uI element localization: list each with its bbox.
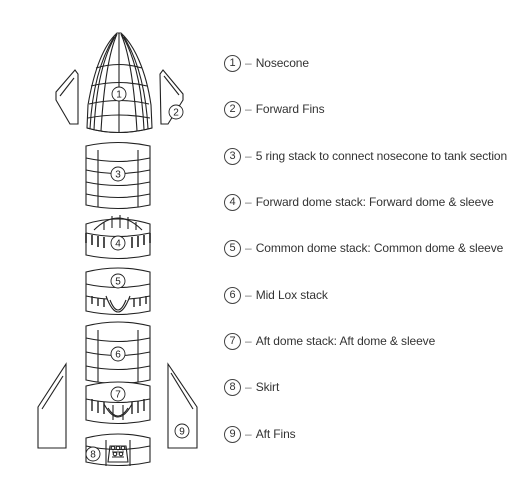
callout-2: 2 (168, 104, 184, 120)
svg-text:2: 2 (173, 108, 179, 119)
callout-4: 4 (110, 235, 126, 251)
legend-item-nosecone: 1 – Nosecone (224, 52, 309, 74)
svg-text:5: 5 (115, 277, 121, 288)
legend-dash: – (245, 334, 252, 348)
legend-item-aft-fins: 9 – Aft Fins (224, 423, 296, 445)
legend-number: 3 (224, 147, 241, 165)
svg-text:9: 9 (179, 427, 185, 438)
legend-dash: – (245, 241, 252, 255)
legend-label: Skirt (255, 380, 280, 394)
callout-3: 3 (110, 166, 126, 182)
forward-fins (55, 69, 184, 125)
common-dome-stack (85, 267, 151, 316)
skirt (85, 433, 151, 467)
legend-number: 4 (224, 193, 241, 211)
legend-label: Forward Fins (255, 102, 325, 116)
svg-text:7: 7 (115, 390, 121, 401)
legend-dash: – (245, 288, 252, 302)
legend-number: 9 (224, 425, 241, 443)
svg-text:4: 4 (115, 239, 121, 250)
legend-label: Aft dome stack: Aft dome & sleeve (255, 334, 436, 348)
legend-item-forward-fins: 2 – Forward Fins (224, 98, 325, 120)
legend-dash: – (245, 427, 252, 441)
legend: 1 – Nosecone 2 – Forward Fins 3 – 5 ring… (224, 0, 524, 500)
legend-item-common-dome-stack: 5 – Common dome stack: Common dome & sle… (224, 237, 503, 259)
legend-item-forward-dome-stack: 4 – Forward dome stack: Forward dome & s… (224, 191, 494, 213)
legend-label: 5 ring stack to connect nosecone to tank… (255, 149, 508, 163)
legend-item-aft-dome-stack: 7 – Aft dome stack: Aft dome & sleeve (224, 330, 435, 352)
aft-dome-stack (85, 381, 151, 425)
legend-number: 8 (224, 378, 241, 396)
callout-6: 6 (110, 346, 126, 362)
legend-number: 1 (224, 54, 241, 72)
legend-dash: – (245, 380, 252, 394)
legend-label: Mid Lox stack (255, 288, 328, 302)
svg-text:6: 6 (115, 350, 121, 361)
legend-label: Common dome stack: Common dome & sleeve (255, 241, 504, 255)
callout-5: 5 (110, 273, 126, 289)
svg-text:1: 1 (116, 90, 122, 101)
svg-text:8: 8 (90, 450, 96, 461)
nosecone (86, 32, 153, 133)
legend-dash: – (245, 149, 252, 163)
legend-item-skirt: 8 – Skirt (224, 376, 279, 398)
aft-fins (37, 362, 198, 449)
legend-number: 5 (224, 239, 241, 257)
legend-label: Forward dome stack: Forward dome & sleev… (255, 195, 494, 209)
callout-1: 1 (111, 86, 127, 102)
callout-7: 7 (110, 386, 126, 402)
svg-text:3: 3 (115, 170, 121, 181)
legend-label: Nosecone (255, 56, 309, 70)
legend-item-ring-stack: 3 – 5 ring stack to connect nosecone to … (224, 145, 507, 167)
legend-item-mid-lox-stack: 6 – Mid Lox stack (224, 284, 328, 306)
callout-8: 8 (85, 446, 101, 462)
legend-label: Aft Fins (255, 427, 296, 441)
rocket-exploded-diagram: 1 2 3 4 5 6 7 8 (37, 32, 198, 467)
callout-9: 9 (174, 423, 190, 439)
legend-number: 6 (224, 286, 241, 304)
legend-number: 7 (224, 332, 241, 350)
legend-dash: – (245, 102, 252, 116)
legend-dash: – (245, 195, 252, 209)
legend-number: 2 (224, 100, 241, 118)
legend-dash: – (245, 56, 252, 70)
